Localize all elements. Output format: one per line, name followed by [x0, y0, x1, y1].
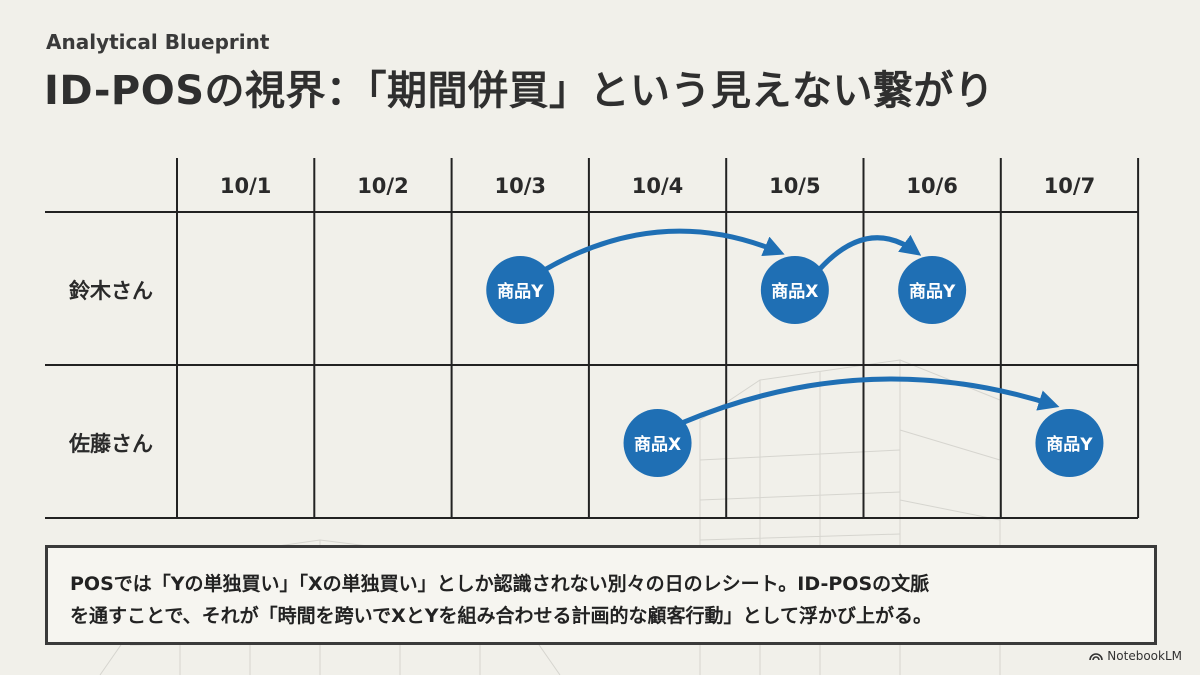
- purchase-node: [1035, 409, 1104, 478]
- purchase-node: [760, 256, 829, 325]
- caption-line-1: POSでは「Yの単独買い」「Xの単独買い」としか認識されない別々の日のレシート。…: [70, 573, 930, 595]
- date-header-label: 10/1: [220, 174, 272, 198]
- purchase-sequence-arrow: [816, 234, 922, 273]
- purchase-sequence-arrow: [541, 228, 785, 273]
- notebooklm-logo-icon: [1089, 653, 1104, 661]
- customer-name-label: 鈴木さん: [69, 279, 153, 303]
- purchase-node: [623, 409, 692, 478]
- purchase-node-label: 商品X: [771, 281, 818, 302]
- purchase-node-label: 商品Y: [1046, 434, 1093, 455]
- purchase-node: [486, 256, 555, 325]
- insight-caption-box: POSでは「Yの単独買い」「Xの単独買い」としか認識されない別々の日のレシート。…: [45, 545, 1157, 645]
- purchase-sequence-arrow: [679, 376, 1060, 426]
- brand-watermark: NotebookLM: [1089, 649, 1182, 663]
- date-header-label: 10/3: [494, 174, 546, 198]
- purchase-node: [898, 256, 967, 325]
- date-header-label: 10/5: [769, 174, 821, 198]
- customer-name-label: 佐藤さん: [68, 432, 153, 456]
- purchase-node-label: 商品Y: [497, 281, 544, 302]
- page-title: ID-POSの視界：「期間併買」という見えない繋がり: [44, 68, 995, 114]
- purchase-node-label: 商品X: [634, 434, 681, 455]
- date-header-label: 10/7: [1044, 174, 1096, 198]
- date-header-label: 10/2: [357, 174, 409, 198]
- eyebrow-label: Analytical Blueprint: [46, 30, 270, 54]
- brand-name: NotebookLM: [1107, 649, 1182, 663]
- caption-line-2: を通すことで、それが「時間を跨いでXとYを組み合わせる計画的な顧客行動」として浮…: [70, 605, 932, 627]
- date-header-label: 10/6: [906, 174, 958, 198]
- date-header-label: 10/4: [632, 174, 684, 198]
- purchase-node-label: 商品Y: [909, 281, 956, 302]
